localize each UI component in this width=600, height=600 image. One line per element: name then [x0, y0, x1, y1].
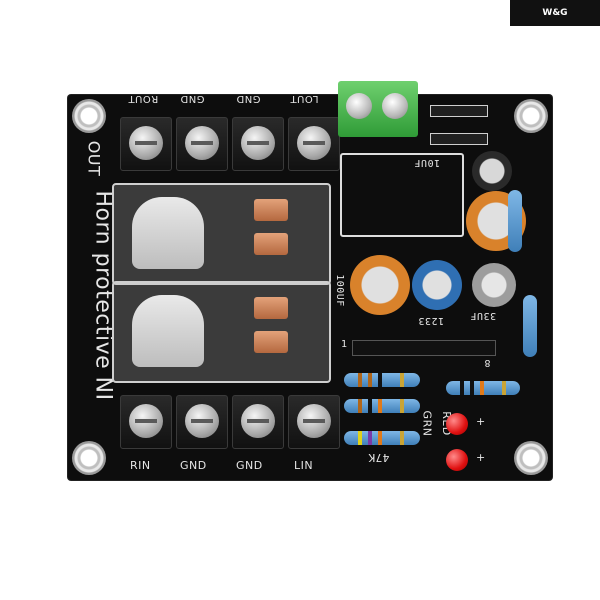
- relay-coil: [132, 295, 204, 367]
- terminal-gnd-top-2: [232, 117, 284, 171]
- led-red: [446, 449, 468, 471]
- screw-icon: [382, 93, 408, 119]
- label-100uf: 100UF: [333, 274, 345, 307]
- relay-contact: [254, 297, 288, 319]
- screw-icon: [346, 93, 372, 119]
- label-out: OUT: [84, 140, 104, 177]
- heatsink-outline: [340, 153, 464, 237]
- resistor-vertical-2: [523, 295, 537, 357]
- mounting-hole-top-right: [514, 99, 548, 133]
- terminal-lin: [288, 395, 340, 449]
- relay-top: [112, 183, 331, 285]
- screw-icon: [241, 126, 275, 160]
- relay-contact: [254, 331, 288, 353]
- label-rin: RIN: [130, 459, 151, 472]
- relay-coil: [132, 197, 204, 269]
- label-rout: ROUT: [128, 93, 159, 104]
- brand-text: W&G: [542, 8, 568, 18]
- label-47k: 47K: [368, 451, 390, 464]
- diode-2: [430, 133, 488, 145]
- label-gnd-bottom-1: GND: [180, 459, 207, 472]
- screw-icon: [129, 404, 163, 438]
- label-10uf: 10UF: [414, 157, 441, 168]
- screw-icon: [185, 404, 219, 438]
- resistor-vertical-1: [508, 190, 522, 252]
- label-lin: LIN: [294, 459, 314, 472]
- terminal-gnd-top-1: [176, 117, 228, 171]
- screw-icon: [297, 404, 331, 438]
- plus-sign-led-2: +: [476, 451, 486, 464]
- terminal-lout: [288, 117, 340, 171]
- label-33uf: 33UF: [470, 310, 497, 321]
- plus-sign-led-1: +: [476, 415, 486, 428]
- mounting-hole-top-left: [72, 99, 106, 133]
- capacitor-33uf: [472, 263, 516, 307]
- mounting-hole-bottom-right: [514, 441, 548, 475]
- mounting-hole-bottom-left: [72, 441, 106, 475]
- capacitor-100uf: [350, 255, 410, 315]
- relay-bottom: [112, 281, 331, 383]
- label-grn: GRN: [420, 410, 434, 437]
- capacitor-blue: [412, 260, 462, 310]
- screw-icon: [129, 126, 163, 160]
- pcb-board: ROUT GND GND LOUT OUT Horn protective NI…: [68, 81, 552, 480]
- ic-pin-8-label: 8: [484, 357, 491, 368]
- label-gnd-top-2: GND: [236, 93, 261, 104]
- resistor-2: [344, 399, 420, 413]
- terminal-rout: [120, 117, 172, 171]
- resistor-1: [344, 373, 420, 387]
- label-lout: LOUT: [290, 93, 319, 104]
- brand-watermark: W&G: [510, 0, 600, 26]
- diode-1: [430, 105, 488, 117]
- label-gnd-bottom-2: GND: [236, 459, 263, 472]
- relay-contact: [254, 233, 288, 255]
- label-1233: 1233: [418, 315, 445, 326]
- relay-contact: [254, 199, 288, 221]
- led-grn: [446, 413, 468, 435]
- ic-pin-1-label: 1: [341, 339, 348, 350]
- screw-icon: [297, 126, 331, 160]
- power-terminal-block: [338, 81, 418, 137]
- screw-icon: [241, 404, 275, 438]
- resistor-3: [344, 431, 420, 445]
- terminal-rin: [120, 395, 172, 449]
- label-gnd-top-1: GND: [180, 93, 205, 104]
- terminal-gnd-bottom-2: [232, 395, 284, 449]
- capacitor-10uf: [472, 151, 512, 191]
- terminal-gnd-bottom-1: [176, 395, 228, 449]
- ic-chip: [352, 340, 496, 356]
- resistor-4: [446, 381, 520, 395]
- screw-icon: [185, 126, 219, 160]
